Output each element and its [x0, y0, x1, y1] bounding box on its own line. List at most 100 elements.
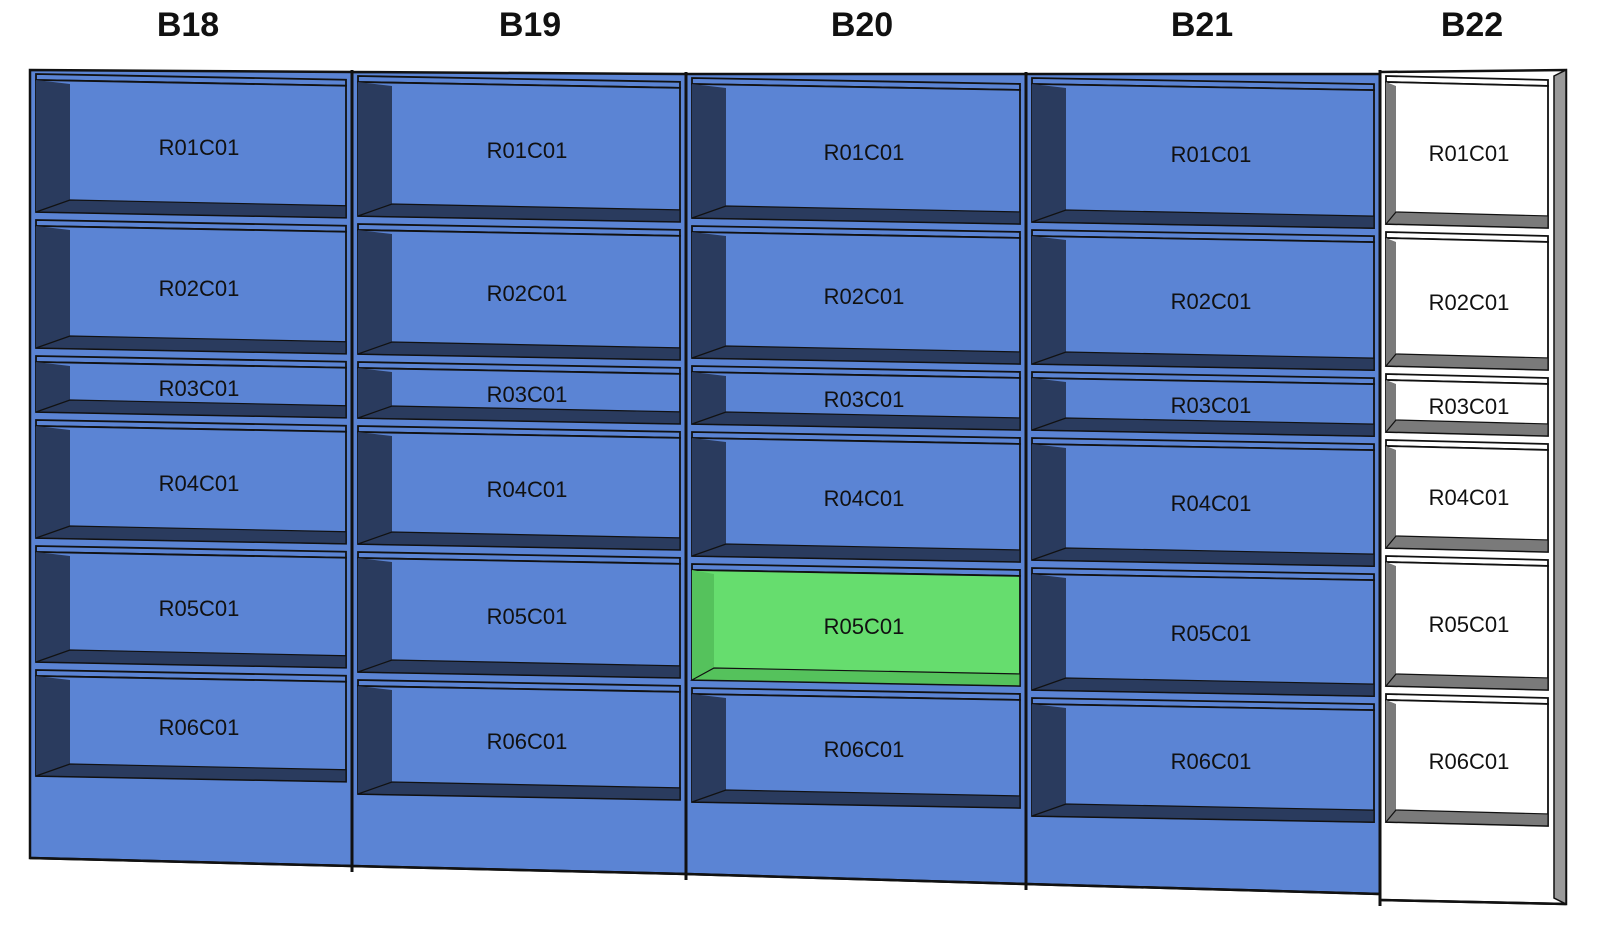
slot-B22-R02C01[interactable]: R02C01 [1384, 231, 1549, 371]
slot-label: R05C01 [159, 596, 240, 621]
slot-side-wall [1032, 704, 1066, 816]
slot-side-wall [358, 686, 392, 794]
slot-floor [691, 543, 1021, 563]
slot-floor [357, 203, 681, 223]
slot-floor [691, 205, 1021, 225]
slot-label: R01C01 [487, 138, 568, 163]
slot-label: R05C01 [1429, 612, 1510, 637]
slot-floor [1031, 209, 1375, 229]
slot-side-wall [1386, 238, 1396, 366]
slot-label: R02C01 [1171, 289, 1252, 314]
slot-B22-R03C01[interactable]: R03C01 [1384, 373, 1549, 437]
slot-side-wall [1032, 574, 1066, 690]
slot-side-wall [36, 80, 70, 212]
slot-side-wall [1386, 82, 1396, 224]
slot-B21-R01C01[interactable]: R01C01 [1031, 77, 1375, 230]
bay-title: B18 [157, 6, 219, 44]
slot-floor [691, 345, 1021, 365]
bay-title: B19 [499, 6, 561, 44]
slot-B19-R02C01[interactable]: R02C01 [357, 223, 681, 361]
slot-floor [35, 399, 347, 419]
slot-label: R03C01 [1171, 393, 1252, 418]
slot-B21-R02C01[interactable]: R02C01 [1031, 229, 1375, 372]
slot-label: R01C01 [1429, 141, 1510, 166]
bay-base-line [1379, 898, 1567, 906]
slot-label: R01C01 [1171, 142, 1252, 167]
slot-side-wall [358, 82, 392, 216]
slot-B18-R01C01[interactable]: R01C01 [35, 73, 347, 219]
slot-B19-R01C01[interactable]: R01C01 [357, 75, 681, 223]
slot-label: R01C01 [159, 135, 240, 160]
slot-label: R02C01 [1429, 290, 1510, 315]
slot-B22-R01C01[interactable]: R01C01 [1384, 75, 1549, 229]
slot-label: R03C01 [487, 382, 568, 407]
slot-floor [1031, 547, 1375, 567]
slot-side-wall [1386, 446, 1396, 548]
slot-side-wall [692, 372, 726, 424]
slot-side-wall [358, 368, 392, 418]
slot-floor [357, 781, 681, 801]
slot-B19-R04C01[interactable]: R04C01 [357, 425, 681, 551]
bay-base-line [29, 856, 353, 868]
slot-label: R04C01 [1429, 485, 1510, 510]
bay-base-line [685, 872, 1027, 886]
slot-floor [357, 531, 681, 551]
slot-label: R05C01 [1171, 621, 1252, 646]
slot-side-wall [36, 426, 70, 538]
slot-B18-R04C01[interactable]: R04C01 [35, 419, 347, 545]
slot-B21-R03C01[interactable]: R03C01 [1031, 371, 1375, 438]
bay-base-line [351, 864, 687, 876]
slot-side-wall [358, 432, 392, 544]
bay-side-panel [1553, 68, 1567, 906]
slot-B18-R06C01[interactable]: R06C01 [35, 669, 347, 783]
slot-B19-R03C01[interactable]: R03C01 [357, 361, 681, 425]
slot-label: R06C01 [487, 729, 568, 754]
slot-floor [35, 199, 347, 219]
slot-B18-R03C01[interactable]: R03C01 [35, 355, 347, 419]
slot-floor [357, 341, 681, 361]
slot-label: R05C01 [487, 604, 568, 629]
slot-floor [1031, 803, 1375, 823]
slot-B20-R03C01[interactable]: R03C01 [691, 365, 1021, 431]
slot-label: R04C01 [487, 477, 568, 502]
slot-side-wall [1032, 378, 1066, 430]
slot-B18-R02C01[interactable]: R02C01 [35, 219, 347, 355]
slot-floor [1384, 535, 1549, 553]
slot-B21-R05C01[interactable]: R05C01 [1031, 567, 1375, 698]
slot-side-wall [1032, 236, 1066, 364]
slot-side-wall [692, 232, 726, 358]
slot-floor [1384, 419, 1549, 437]
slot-B18-R05C01[interactable]: R05C01 [35, 545, 347, 669]
slot-floor [689, 667, 1021, 687]
slot-label: R04C01 [824, 486, 905, 511]
slot-floor [357, 405, 681, 425]
slot-B20-R06C01[interactable]: R06C01 [691, 687, 1021, 809]
slot-B22-R05C01[interactable]: R05C01 [1384, 555, 1549, 691]
slot-B20-R02C01[interactable]: R02C01 [691, 225, 1021, 365]
slot-side-wall [692, 84, 726, 218]
slot-B20-R04C01[interactable]: R04C01 [691, 431, 1021, 563]
slot-label: R02C01 [159, 276, 240, 301]
slot-B22-R06C01[interactable]: R06C01 [1384, 693, 1549, 827]
slot-B20-R01C01[interactable]: R01C01 [691, 77, 1021, 225]
slot-B21-R06C01[interactable]: R06C01 [1031, 697, 1375, 824]
slot-side-wall [36, 362, 70, 412]
slot-B19-R06C01[interactable]: R06C01 [357, 679, 681, 801]
slot-label: R04C01 [1171, 491, 1252, 516]
slot-side-wall [36, 676, 70, 776]
slot-B21-R04C01[interactable]: R04C01 [1031, 437, 1375, 568]
slot-B22-R04C01[interactable]: R04C01 [1384, 439, 1549, 553]
slot-floor [1384, 353, 1549, 371]
slot-B20-R05C01[interactable]: R05C01 [689, 563, 1021, 687]
slot-side-wall [692, 438, 726, 556]
slot-side-wall [358, 558, 392, 672]
slot-label: R06C01 [159, 715, 240, 740]
slot-B19-R05C01[interactable]: R05C01 [357, 551, 681, 679]
